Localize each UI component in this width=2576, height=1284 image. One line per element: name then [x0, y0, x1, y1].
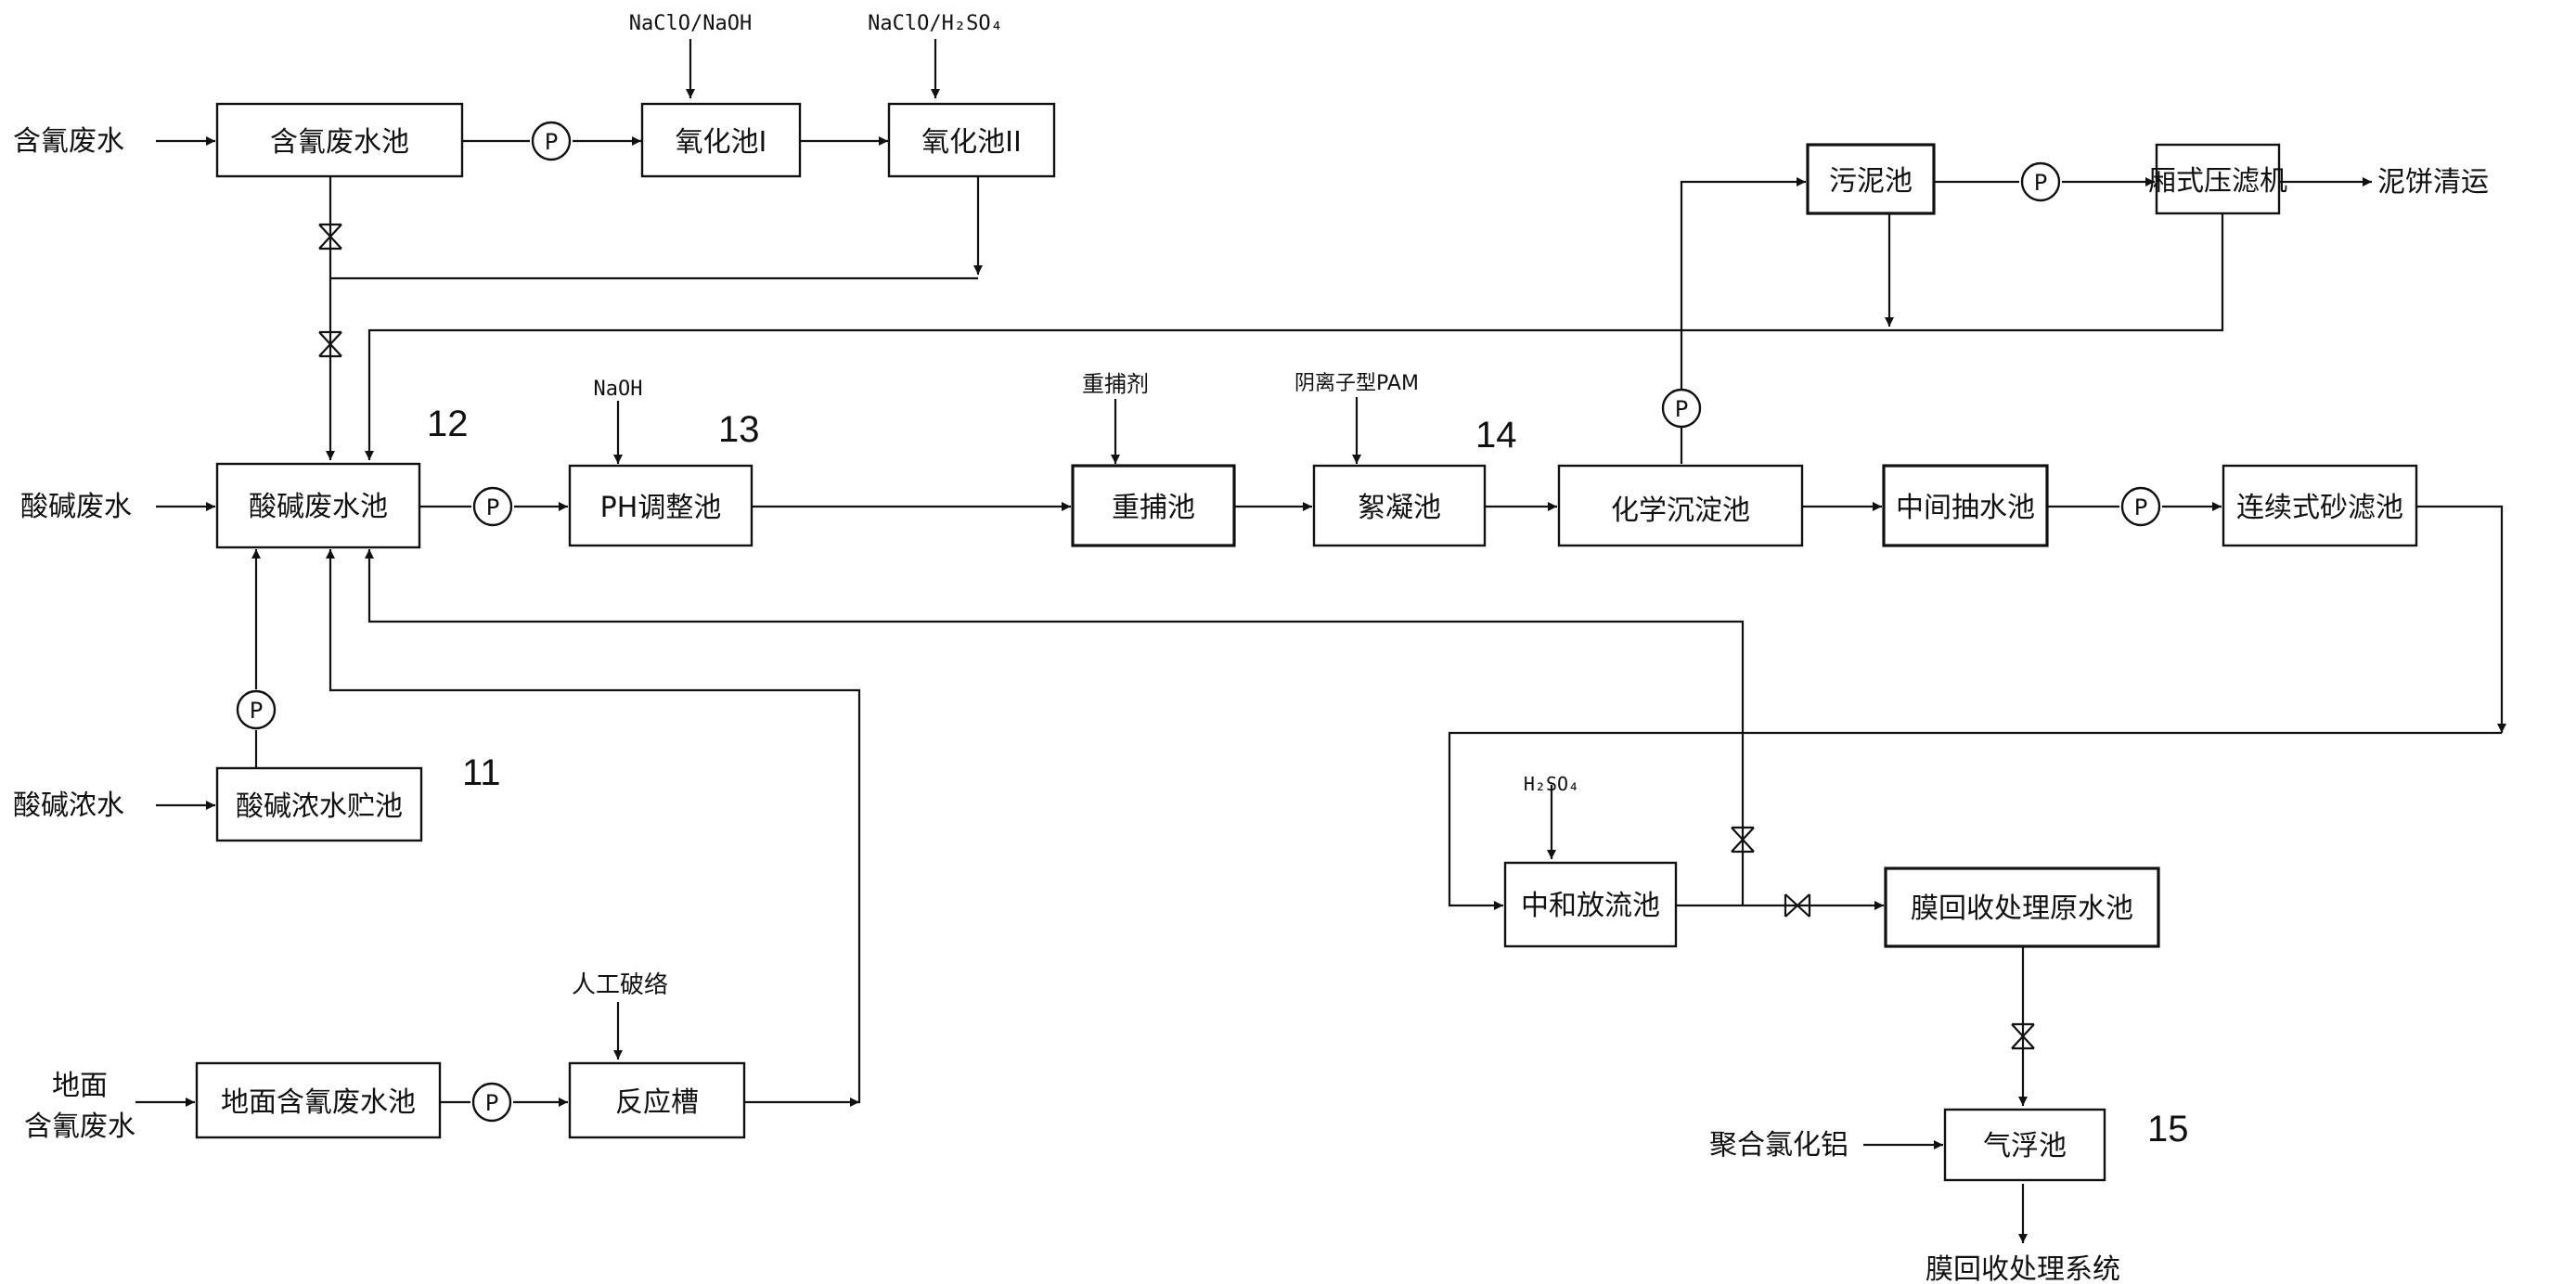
reagent-anionic-pam: 阴离子型PAM — [1294, 372, 1419, 395]
svg-text:中间抽水池: 中间抽水池 — [1896, 492, 2035, 524]
reagent-naclo-naoh: NaClO/NaOH — [629, 12, 752, 35]
pump-icon: P — [1661, 388, 1702, 429]
reference-numbers: 12 13 14 11 15 — [427, 404, 2189, 1149]
svg-text:P: P — [250, 698, 263, 724]
svg-text:酸碱废水池: 酸碱废水池 — [249, 491, 388, 523]
svg-text:连续式砂滤池: 连续式砂滤池 — [2236, 492, 2403, 524]
valve-icon — [318, 223, 342, 250]
sludge-tank-box: 污泥池 — [1806, 143, 1936, 215]
membrane-raw-tank-box: 膜回收处理原水池 — [1884, 867, 2160, 948]
ph-tank-box: PH调整池 — [568, 464, 753, 547]
reagent-naoh: NaOH — [594, 378, 643, 401]
svg-text:P: P — [2134, 494, 2147, 520]
svg-text:化学沉淀池: 化学沉淀池 — [1611, 494, 1750, 527]
pump-icon: P — [531, 121, 572, 161]
pump-icon: P — [472, 486, 513, 527]
tanks: 含氰废水池 氧化池Ⅰ 氧化池II 酸碱废水池 PH调整池 重捕池 絮凝池 化学 — [195, 102, 2418, 1182]
svg-text:PH调整池: PH调整池 — [600, 492, 722, 524]
input-cyanide-water: 含氰废水 — [13, 125, 124, 158]
valve-icon — [318, 330, 342, 358]
svg-text:P: P — [486, 494, 499, 520]
svg-text:氧化池II: 氧化池II — [921, 126, 1022, 159]
svg-text:反应槽: 反应槽 — [615, 1086, 699, 1119]
svg-text:P: P — [1675, 396, 1688, 422]
valves — [318, 223, 2035, 1050]
io-labels: 含氰废水 酸碱废水 酸碱浓水 地面 含氰废水 聚合氯化铝 泥饼清运 膜回收处理系… — [13, 125, 2489, 1284]
input-pac: 聚合氯化铝 — [1709, 1129, 1848, 1162]
svg-text:絮凝池: 絮凝池 — [1358, 492, 1441, 524]
svg-text:P: P — [2034, 170, 2047, 196]
pumps: P P P P P P P — [236, 121, 2161, 1123]
svg-text:酸碱浓水贮池: 酸碱浓水贮池 — [236, 790, 403, 823]
svg-text:地面含氰废水池: 地面含氰废水池 — [221, 1086, 416, 1119]
reagent-h2so4: H₂SO₄ — [1524, 773, 1579, 795]
oxidation-2-box: 氧化池II — [887, 102, 1056, 178]
sand-filter-box: 连续式砂滤池 — [2222, 464, 2418, 547]
neutral-tank-box: 中和放流池 — [1503, 861, 1678, 948]
reagent-labels: NaClO/NaOH NaClO/H₂SO₄ NaOH 重捕剂 阴离子型PAM … — [572, 12, 1579, 999]
ref-number-13: 13 — [718, 409, 760, 450]
output-sludge-cake: 泥饼清运 — [2377, 166, 2489, 199]
input-acid-base-water: 酸碱废水 — [20, 491, 132, 523]
filter-press-box: 厢式压滤机 — [2148, 143, 2287, 215]
input-ground-line1: 地面 — [52, 1070, 108, 1102]
flocculation-tank-box: 絮凝池 — [1312, 464, 1487, 547]
input-acid-base-conc: 酸碱浓水 — [13, 790, 124, 822]
reagent-heavy-capture: 重捕剂 — [1082, 371, 1149, 397]
svg-text:含氰废水池: 含氰废水池 — [270, 126, 409, 159]
pump-icon: P — [2120, 486, 2161, 527]
pump-icon: P — [471, 1082, 512, 1123]
acid-base-tank-box: 酸碱废水池 — [215, 462, 421, 549]
output-membrane-system: 膜回收处理系统 — [1926, 1253, 2120, 1284]
svg-text:重捕池: 重捕池 — [1112, 492, 1195, 524]
ref-number-14: 14 — [1475, 415, 1517, 456]
cyanide-tank-box: 含氰废水池 — [215, 102, 464, 178]
ground-cyanide-tank-box: 地面含氰废水池 — [195, 1061, 442, 1139]
ref-number-15: 15 — [2147, 1109, 2189, 1149]
valve-icon — [1731, 826, 1755, 854]
line-neutral-return — [365, 549, 1745, 905]
mid-pump-tank-box: 中间抽水池 — [1882, 464, 2049, 547]
flotation-tank-box: 气浮池 — [1943, 1108, 2106, 1182]
flow-lines — [135, 39, 2506, 1243]
line-to-neutral — [1448, 731, 2502, 910]
chem-precip-tank-box: 化学沉淀池 — [1557, 464, 1804, 547]
valve-icon — [1784, 893, 1811, 918]
heavy-capture-tank-box: 重捕池 — [1071, 464, 1236, 547]
line-sand-down — [2416, 505, 2506, 733]
ref-number-11: 11 — [462, 752, 501, 793]
svg-text:污泥池: 污泥池 — [1829, 165, 1913, 198]
svg-text:中和放流池: 中和放流池 — [1521, 890, 1660, 922]
svg-text:P: P — [545, 129, 558, 155]
reagent-manual-break: 人工破络 — [572, 971, 668, 999]
oxidation-1-box: 氧化池Ⅰ — [640, 102, 802, 178]
svg-text:P: P — [485, 1090, 498, 1116]
input-ground-line2: 含氰废水 — [24, 1111, 135, 1143]
pump-icon: P — [236, 689, 277, 730]
reaction-tank-box: 反应槽 — [568, 1061, 746, 1139]
svg-text:气浮池: 气浮池 — [1983, 1130, 2067, 1162]
svg-text:厢式压滤机: 厢式压滤机 — [2148, 165, 2287, 198]
svg-text:氧化池Ⅰ: 氧化池Ⅰ — [676, 126, 767, 159]
pump-icon: P — [2020, 161, 2061, 202]
svg-text:膜回收处理原水池: 膜回收处理原水池 — [1911, 892, 2133, 925]
line-chem-to-sludge — [1680, 177, 1806, 464]
reagent-naclo-h2so4: NaClO/H₂SO₄ — [868, 12, 1003, 35]
line-sludge-return — [365, 212, 2224, 460]
valve-icon — [2011, 1022, 2035, 1050]
ref-number-12: 12 — [427, 404, 469, 444]
conc-storage-box: 酸碱浓水贮池 — [215, 766, 423, 842]
line-reaction-return — [326, 549, 861, 1104]
